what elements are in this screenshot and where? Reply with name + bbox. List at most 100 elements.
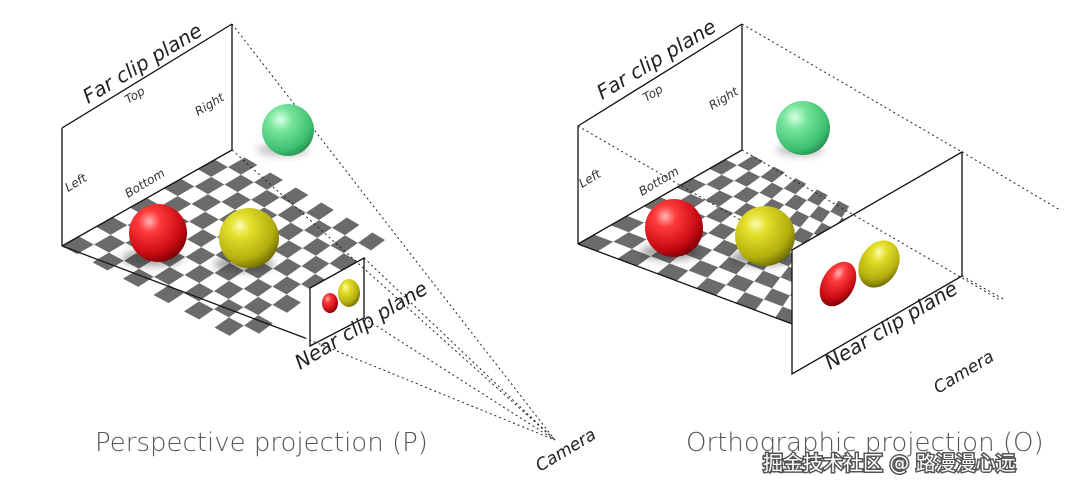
checker-tile [746,192,772,209]
checker-tile [272,294,301,313]
checker-tile [706,174,735,191]
checker-tile [610,215,645,233]
checker-tile [746,176,773,193]
checker-tile [688,260,719,278]
checker-tile [62,236,94,255]
checker-tile [786,210,810,228]
checker-tile [79,226,111,245]
checker-tile [719,180,747,197]
checker-tile [733,186,760,203]
checker-tile [637,256,670,274]
checker-tile [330,235,358,254]
checker-tile [594,225,629,242]
checker-tile [306,202,334,221]
checker-tile [755,299,783,318]
checker-tile [720,212,749,230]
checker-tile [783,178,807,195]
checker-tile [796,200,819,217]
checker-tile [123,268,154,287]
checker-tile [315,263,343,282]
orthographic-caption: Orthographic projection (O) [686,428,1044,458]
checker-tile [760,166,785,183]
checker-tile [707,267,737,285]
checker-tile [708,223,737,240]
projected-yellow-sphere-left [338,279,360,307]
red-sphere-right [645,199,703,257]
checker-tile [287,248,316,267]
checker-tile [224,174,254,193]
checker-tile [771,188,796,205]
checker-tile [194,176,225,195]
checker-tile [736,263,764,282]
checker-tile [94,234,126,253]
checker-tile [289,230,318,249]
checker-tile [92,252,124,271]
checker-tile [130,198,161,216]
checker-tile [695,233,725,251]
projected-red-sphere-right [819,261,857,307]
checker-tile [733,202,760,220]
checker-tile [154,266,185,285]
checker-tile [800,216,822,234]
perspective-caption: Perspective projection (P) [95,428,428,458]
checker-tile [228,157,258,175]
checker-tile [676,178,707,194]
checker-tile [237,182,267,200]
checker-tile [272,276,301,295]
yellow-sphere-left [219,208,279,268]
orthographic-diagram: Far clip plane Top Right Left Bottom Nea… [576,14,1061,458]
checker-tile [214,299,244,318]
checker-tile [191,194,222,212]
checker-tile [258,286,287,305]
frustum-rays-left [61,23,556,441]
checker-tile [705,206,734,223]
checker-tile [214,317,244,336]
checker-tile [267,180,296,198]
checker-tile [264,197,293,215]
checker-tile [830,200,850,218]
left-face-label-right: Left [576,166,604,191]
checker-tile [273,258,302,277]
checker-tile [721,165,749,181]
checker-tile [274,240,303,259]
checker-tile [705,190,734,207]
checker-tile [211,167,241,185]
left-face-label-left: Left [62,170,90,195]
checker-tile [169,257,200,275]
checker-tile [229,307,259,326]
green-sphere-left [262,104,314,156]
camera-label-right: Camera [930,347,997,399]
checker-tile [244,315,273,334]
checker-tile [229,270,259,289]
checker-tile [725,150,753,166]
checker-tile [795,183,818,201]
checker-tile [113,207,145,226]
right-face-label-right: Right [706,84,741,113]
checker-tile [719,196,747,213]
checker-tile [138,276,169,295]
checker-tile [243,296,273,316]
checker-tile [184,283,214,302]
checker-tile [343,242,371,261]
checker-tile [656,263,689,281]
checker-tile [198,159,228,177]
checker-tile [737,155,764,172]
checker-tile [784,194,807,211]
checker-tile [290,212,319,231]
yellow-sphere-right [735,206,795,266]
checker-tile [302,237,331,256]
checker-tile [169,275,200,294]
checker-tile [177,186,208,204]
checker-tile [316,245,344,264]
checker-tile [358,232,385,251]
checker-tile [735,292,764,311]
checker-tile [748,161,775,177]
checker-tile [199,272,229,292]
checker-tile [258,304,287,324]
checker-tile [187,229,217,248]
checker-tile [304,220,332,238]
red-sphere-left [129,204,187,262]
perspective-diagram: Far clip plane Top Right Left Bottom Nea… [61,18,600,476]
checker-tile [301,273,329,292]
